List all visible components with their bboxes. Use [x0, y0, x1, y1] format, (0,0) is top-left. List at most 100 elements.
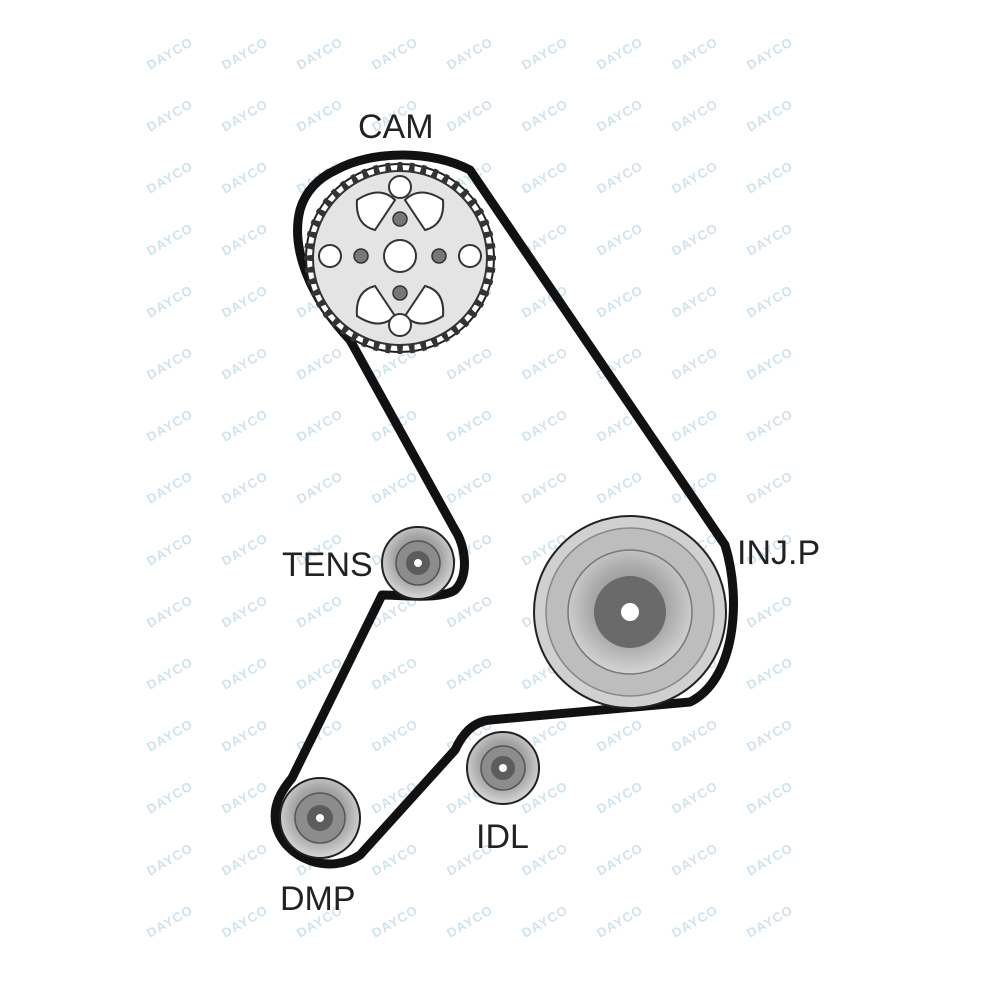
cam-tooth — [373, 341, 381, 352]
injection-pump-label: INJ.P — [737, 534, 820, 572]
cam-tooth — [396, 344, 404, 354]
watermark-text: DAYCO — [144, 96, 195, 134]
watermark-text: DAYCO — [744, 344, 795, 382]
watermark-text: DAYCO — [744, 158, 795, 196]
cam-tooth — [486, 254, 496, 262]
cam-tooth — [304, 243, 315, 250]
watermark-text: DAYCO — [369, 34, 420, 72]
watermark-text: DAYCO — [669, 778, 720, 816]
watermark-text: DAYCO — [294, 406, 345, 444]
cam-tooth — [304, 266, 315, 273]
watermark-text: DAYCO — [144, 158, 195, 196]
cam-tooth — [306, 231, 317, 239]
watermark-text: DAYCO — [744, 468, 795, 506]
watermark-text: DAYCO — [519, 406, 570, 444]
cam-sprocket — [304, 162, 496, 354]
cam-tooth — [396, 162, 404, 172]
watermark-text: DAYCO — [594, 282, 645, 320]
watermark-text: DAYCO — [744, 406, 795, 444]
watermark-text: DAYCO — [669, 840, 720, 878]
watermark-text: DAYCO — [444, 34, 495, 72]
watermark-text: DAYCO — [594, 840, 645, 878]
cam-tooth — [419, 341, 427, 352]
watermark-text: DAYCO — [144, 840, 195, 878]
watermark-text: DAYCO — [144, 282, 195, 320]
watermark-text: DAYCO — [669, 344, 720, 382]
watermark-text: DAYCO — [144, 406, 195, 444]
watermark-text: DAYCO — [219, 158, 270, 196]
watermark-text: DAYCO — [594, 778, 645, 816]
watermark-text: DAYCO — [669, 406, 720, 444]
watermark-text: DAYCO — [519, 344, 570, 382]
watermark-text: DAYCO — [144, 654, 195, 692]
damper-pulley — [279, 777, 361, 859]
watermark-text: DAYCO — [144, 468, 195, 506]
watermark-text: DAYCO — [144, 34, 195, 72]
watermark-text: DAYCO — [219, 220, 270, 258]
watermark-text: DAYCO — [744, 778, 795, 816]
watermark-text: DAYCO — [444, 654, 495, 692]
watermark-text: DAYCO — [744, 902, 795, 940]
watermark-text: DAYCO — [594, 468, 645, 506]
watermark-text: DAYCO — [669, 96, 720, 134]
watermark-text: DAYCO — [744, 840, 795, 878]
watermark-text: DAYCO — [519, 96, 570, 134]
watermark-text: DAYCO — [744, 34, 795, 72]
watermark-text: DAYCO — [744, 282, 795, 320]
cam-label: CAM — [358, 108, 434, 146]
watermark-text: DAYCO — [444, 344, 495, 382]
watermark-text: DAYCO — [219, 902, 270, 940]
cam-tooth — [419, 164, 427, 175]
watermark-text: DAYCO — [219, 778, 270, 816]
watermark-text: DAYCO — [294, 344, 345, 382]
watermark-text: DAYCO — [219, 530, 270, 568]
cam-tooth — [485, 243, 496, 250]
watermark-text: DAYCO — [594, 902, 645, 940]
watermark-text: DAYCO — [219, 34, 270, 72]
watermark-text: DAYCO — [519, 468, 570, 506]
watermark-text: DAYCO — [144, 778, 195, 816]
cam-tooth — [385, 162, 392, 173]
watermark-text: DAYCO — [369, 902, 420, 940]
watermark-text: DAYCO — [744, 654, 795, 692]
watermark-text: DAYCO — [219, 840, 270, 878]
watermark-text: DAYCO — [294, 96, 345, 134]
watermark-text: DAYCO — [444, 406, 495, 444]
cam-tooth — [408, 343, 415, 354]
watermark-text: DAYCO — [294, 468, 345, 506]
watermark-text: DAYCO — [669, 220, 720, 258]
watermark-text: DAYCO — [519, 158, 570, 196]
cam-tooth — [483, 231, 494, 239]
watermark-text: DAYCO — [144, 530, 195, 568]
watermark-text: DAYCO — [744, 220, 795, 258]
watermark-text: DAYCO — [594, 34, 645, 72]
tensioner-pulley — [381, 526, 455, 600]
idler-pulley — [466, 731, 540, 805]
watermark-text: DAYCO — [444, 468, 495, 506]
watermark-text: DAYCO — [519, 34, 570, 72]
watermark-text: DAYCO — [219, 282, 270, 320]
watermark-text: DAYCO — [744, 592, 795, 630]
watermark-text: DAYCO — [144, 220, 195, 258]
watermark-text: DAYCO — [294, 592, 345, 630]
watermark-text: DAYCO — [219, 592, 270, 630]
watermark-text: DAYCO — [594, 158, 645, 196]
watermark-text: DAYCO — [594, 96, 645, 134]
cam-tooth — [373, 164, 381, 175]
cam-tooth — [408, 162, 415, 173]
watermark-text: DAYCO — [369, 716, 420, 754]
watermark-text: DAYCO — [219, 406, 270, 444]
damper-label: DMP — [280, 880, 356, 918]
tensioner-label: TENS — [282, 546, 373, 584]
watermark-text: DAYCO — [144, 902, 195, 940]
injection-pump-pulley — [533, 515, 727, 709]
cam-tooth — [483, 277, 494, 285]
watermark-text: DAYCO — [744, 716, 795, 754]
watermark-text: DAYCO — [669, 282, 720, 320]
idler-label: IDL — [476, 818, 529, 856]
watermark-text: DAYCO — [369, 654, 420, 692]
cam-tooth — [306, 277, 317, 285]
watermark-text: DAYCO — [444, 96, 495, 134]
watermark-text: DAYCO — [744, 96, 795, 134]
